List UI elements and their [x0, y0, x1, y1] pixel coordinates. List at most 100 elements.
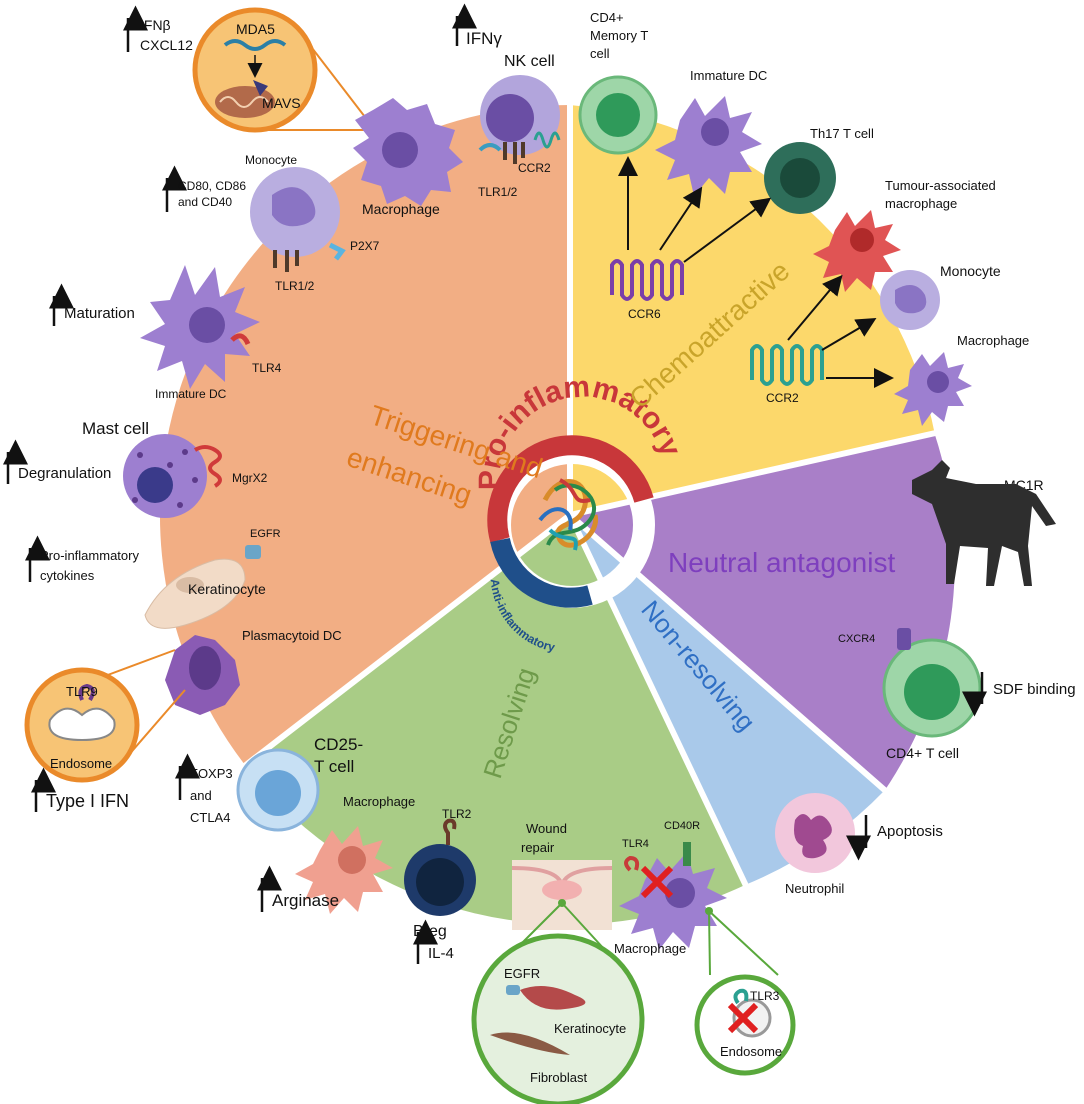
sector-title-neutral: Neutral antagonist: [668, 547, 895, 578]
mast-cell-label: Mast cell: [82, 419, 149, 438]
ccr2-nk-label: CCR2: [518, 161, 551, 175]
ccr2-right-label: CCR2: [766, 391, 799, 405]
endosome-left-label: Endosome: [50, 756, 112, 771]
mda5-icon: [223, 39, 287, 51]
inhibit-x-icon: [640, 865, 674, 899]
nk-cell-icon: [478, 75, 561, 164]
ccr6-receptor-icon: [610, 259, 684, 301]
keratinocyte-icon: [144, 545, 261, 629]
egfr-bottom-label: EGFR: [504, 966, 540, 981]
wound-tissue-icon: [511, 860, 613, 930]
foxp3-label-3: CTLA4: [190, 810, 230, 825]
tlr3-zoom-circle: [694, 910, 796, 1076]
protein-structure-icon: [538, 478, 598, 551]
wound-label-1: Wound: [526, 821, 567, 836]
macrophage-resolving-icon: [295, 826, 393, 914]
nk-cell-label: NK cell: [504, 53, 555, 70]
degranulation-label: Degranulation: [18, 465, 111, 482]
tlr4-dc-label: TLR4: [252, 361, 282, 375]
cd80-label-1: CD80, CD86: [178, 179, 246, 193]
tam-label-1: Tumour-associated: [885, 178, 996, 193]
tlr12-mono-label: TLR1/2: [275, 279, 315, 293]
endosome-bottom-label: Endosome: [720, 1044, 782, 1059]
wound-label-2: repair: [521, 840, 555, 855]
cxcl12-label: CXCL12: [140, 37, 193, 53]
th17-t-cell-icon: [764, 142, 836, 214]
monocyte-right-label: Monocyte: [940, 263, 1001, 279]
macrophage-bottom-icon: [619, 842, 727, 950]
endosome-icon: [48, 707, 116, 742]
sector-triggering: [159, 105, 570, 765]
cd4-t-cell-label: CD4+ T cell: [886, 745, 959, 761]
macrophage-icon: [353, 98, 463, 206]
macrophage-res-label: Macrophage: [343, 794, 415, 809]
tlr9-label: TLR9: [66, 684, 98, 699]
monocyte-left-label: Monocyte: [245, 153, 297, 167]
macrophage-top-label: Macrophage: [362, 201, 440, 217]
maturation-label: Maturation: [64, 305, 135, 322]
sector-resolving: [245, 515, 745, 925]
monocyte-right-icon: [880, 270, 940, 330]
cd4mem-label-3: cell: [590, 46, 610, 61]
center-ring: [487, 435, 655, 608]
foxp3-label-1: FOXP3: [190, 766, 233, 781]
breg-icon: [404, 818, 476, 916]
tumour-associated-macrophage-icon: [813, 210, 901, 292]
cd4-memory-t-cell-icon: [578, 75, 658, 155]
mavs-label: MAVS: [262, 95, 301, 111]
ifnb-label: IFNβ: [140, 17, 171, 33]
macrophage-right-icon: [894, 352, 972, 426]
immature-dc-left-label: Immature DC: [155, 387, 227, 401]
dog-icon: [912, 460, 1056, 586]
th17-label: Th17 T cell: [810, 126, 874, 141]
mda5-label: MDA5: [236, 21, 275, 37]
tlr9-icon: [78, 683, 95, 702]
sector-neutral: [570, 435, 955, 790]
keratinocyte-zoom-circle: [471, 902, 645, 1104]
cd4mem-label-1: CD4+: [590, 10, 624, 25]
tlr3-icon: [733, 988, 749, 1005]
neutrophil-label: Neutrophil: [785, 881, 844, 896]
tlr2-label: TLR2: [442, 807, 472, 821]
cd40r-label: CD40R: [664, 820, 700, 832]
keratinocyte-left-label: Keratinocyte: [188, 581, 266, 597]
endosome-icon: [732, 998, 772, 1038]
cd4mem-label-2: Memory T: [590, 28, 648, 43]
tlr12-nk-label: TLR1/2: [478, 185, 518, 199]
cxcr4-label: CXCR4: [838, 633, 875, 645]
fibroblast-label: Fibroblast: [530, 1070, 587, 1085]
ccr6-label: CCR6: [628, 307, 661, 321]
macrophage-bottom-label: Macrophage: [614, 941, 686, 956]
cd80-label-2: and CD40: [178, 195, 232, 209]
cd25-t-cell-icon: [236, 748, 320, 832]
il4-label: IL-4: [428, 945, 454, 962]
type1-ifn-label: Type I IFN: [46, 791, 129, 811]
mavs-icon: [253, 80, 268, 96]
ifng-label: IFNγ: [466, 29, 502, 48]
plasmacytoid-dc-icon: [165, 635, 240, 715]
apoptosis-label: Apoptosis: [877, 823, 943, 840]
pdc-label: Plasmacytoid DC: [242, 628, 342, 643]
tlr3-label: TLR3: [750, 989, 780, 1003]
mda5-zoom-circle: [192, 7, 376, 133]
ccr2-receptor-icon: [750, 344, 824, 386]
egfr-left-label: EGFR: [250, 528, 281, 540]
foxp3-label-2: and: [190, 788, 212, 803]
immature-dc-top-icon: [655, 96, 762, 196]
immature-dc-icon: [140, 265, 260, 389]
arginase-label: Arginase: [272, 891, 339, 910]
keratinocyte-bottom-label: Keratinocyte: [554, 1021, 626, 1036]
cd25-label-2: T cell: [314, 757, 354, 776]
neutrophil-icon: [775, 793, 855, 873]
p2x7-label: P2X7: [350, 239, 380, 253]
mgrx2-label: MgrX2: [232, 471, 268, 485]
tlr4-res-label: TLR4: [622, 838, 649, 850]
monocyte-icon: [250, 167, 346, 272]
mast-cell-icon: [123, 434, 222, 518]
tlr9-zoom-circle: [24, 649, 186, 783]
sector-chemoattractive: [570, 105, 935, 515]
cd25-label-1: CD25-: [314, 735, 363, 754]
proinf-label-2: cytokines: [40, 568, 95, 583]
proinf-label-1: Pro-inflammatory: [40, 548, 139, 563]
